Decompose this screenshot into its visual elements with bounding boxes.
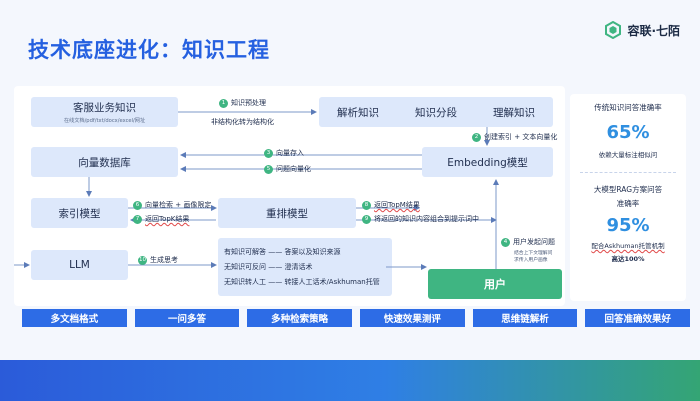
step-4-label: 4 用户发起问题 [501, 237, 555, 247]
brand-hexagon-icon [605, 21, 622, 39]
tag-retrieval-strategies: 多种检索策略 [247, 309, 353, 327]
step-7-label: 7 返回TopK结果 [133, 214, 189, 224]
step-6-badge: 6 [133, 200, 142, 210]
step-5-label: 5 问题向量化 [264, 164, 311, 174]
llm-accuracy-note: 配合Askhuman托管机制 [570, 240, 686, 250]
step-7-badge: 7 [133, 214, 142, 224]
step-1-badge: 1 [219, 98, 228, 108]
knowledge-source-box: 客服业务知识 在线文档/pdf/txt/docx/excel/网址 [31, 97, 178, 127]
flow-arrows [14, 109, 499, 270]
step-7-text: 返回TopK结果 [145, 215, 190, 223]
llm-accuracy-note-text: 配合Askhuman托管机制 [591, 242, 665, 250]
step-10-label: 10 生成思考 [138, 255, 178, 265]
answer-mode-clarify: 无知识可反问 —— 澄清话术 [224, 263, 313, 271]
llm-accuracy-value: 95% [606, 215, 650, 236]
analysis-step-segment: 知识分段 [415, 106, 457, 119]
stats-divider [580, 172, 676, 173]
user-box: 用户 [428, 269, 562, 299]
llm-accuracy: 大模型RAG方案问答 准确率 95% 配合Askhuman托管机制 高达100% [570, 184, 686, 263]
feature-tags: 多文档格式 一问多答 多种检索策略 快速效果测评 思维链解析 回答准确效果好 [22, 309, 691, 327]
vector-db-box: 向量数据库 [31, 147, 178, 177]
step-3-text: 向量存入 [276, 149, 304, 157]
tag-multi-format: 多文档格式 [22, 309, 127, 327]
step-6-text: 向量检索 + 画像限定 [145, 201, 212, 209]
step-9-text: 将返回的知识内容组合到提示词中 [374, 215, 479, 223]
step-3-badge: 3 [264, 148, 273, 158]
answer-mode-known: 有知识可解答 —— 答案以及知识来源 [224, 248, 341, 256]
step-1-sub: 非结构化转为结构化 [211, 118, 274, 126]
llm-accuracy-note-2: 高达100% [611, 255, 645, 263]
step-8-label: 8 返回TopM结果 [362, 200, 420, 210]
step-5-text: 问题向量化 [276, 165, 311, 173]
step-2-badge: 2 [472, 132, 481, 142]
tag-accurate-answers: 回答准确效果好 [585, 309, 691, 327]
step-8-text: 返回TopM结果 [374, 201, 420, 209]
tag-chain-of-thought: 思维链解析 [472, 309, 578, 327]
step-2-label: 2 创建索引 + 文本向量化 [472, 132, 557, 142]
step-4-badge: 4 [501, 237, 510, 247]
step-4-sub-2: 求传入用户画像 [514, 258, 548, 263]
step-1-label: 1 知识预处理 [219, 98, 266, 108]
traditional-accuracy: 传统知识问答准确率 65% 依赖大量标注相似问 [570, 102, 686, 159]
index-model-box: 索引模型 [31, 198, 128, 228]
answer-mode-human: 无知识转人工 —— 转接人工话术/Askhuman托管 [224, 278, 380, 286]
accuracy-panel: 传统知识问答准确率 65% 依赖大量标注相似问 大模型RAG方案问答 准确率 9… [570, 94, 686, 301]
step-6-label: 6 向量检索 + 画像限定 [133, 200, 211, 210]
traditional-accuracy-note: 依赖大量标注相似问 [598, 151, 658, 159]
rerank-model-box: 重排模型 [218, 198, 356, 228]
analysis-step-parse: 解析知识 [337, 106, 379, 119]
page-title: 技术底座进化：知识工程 [28, 38, 270, 62]
footer-band [0, 360, 700, 401]
step-4-sub-1: 结合上下文理解问 [514, 251, 553, 256]
llm-box: LLM [31, 250, 128, 280]
brand-name: 容联·七陌 [627, 23, 680, 38]
step-2-text: 创建索引 + 文本向量化 [484, 133, 558, 141]
answer-modes-box: 有知识可解答 —— 答案以及知识来源 无知识可反问 —— 澄清话术 无知识转人工… [218, 238, 392, 296]
traditional-accuracy-label: 传统知识问答准确率 [594, 103, 662, 112]
step-9-badge: 9 [362, 214, 371, 224]
step-4-text: 用户发起问题 [513, 238, 555, 246]
knowledge-source-title: 客服业务知识 [73, 102, 136, 114]
tag-quick-evaluation: 快速效果测评 [360, 309, 465, 327]
knowledge-analysis-box: 解析知识 知识分段 理解知识 [319, 97, 553, 127]
rag-flow-diagram: 客服业务知识 在线文档/pdf/txt/docx/excel/网址 解析知识 知… [14, 86, 565, 306]
tag-one-question-multi-answer: 一问多答 [134, 309, 240, 327]
step-10-badge: 10 [138, 255, 147, 265]
brand-logo: 容联·七陌 [604, 20, 680, 40]
embedding-model-box: Embedding模型 [422, 147, 553, 177]
step-5-badge: 5 [264, 164, 273, 174]
step-1-text: 知识预处理 [231, 99, 266, 107]
llm-accuracy-label-1: 大模型RAG方案问答 [593, 185, 663, 194]
traditional-accuracy-value: 65% [606, 122, 650, 143]
llm-accuracy-label-2: 准确率 [616, 199, 640, 208]
step-10-text: 生成思考 [150, 256, 178, 264]
analysis-step-understand: 理解知识 [493, 106, 535, 119]
step-8-badge: 8 [362, 200, 371, 210]
step-9-label: 9 将返回的知识内容组合到提示词中 [362, 214, 479, 224]
step-3-label: 3 向量存入 [264, 148, 304, 158]
knowledge-source-formats: 在线文档/pdf/txt/docx/excel/网址 [63, 118, 146, 124]
